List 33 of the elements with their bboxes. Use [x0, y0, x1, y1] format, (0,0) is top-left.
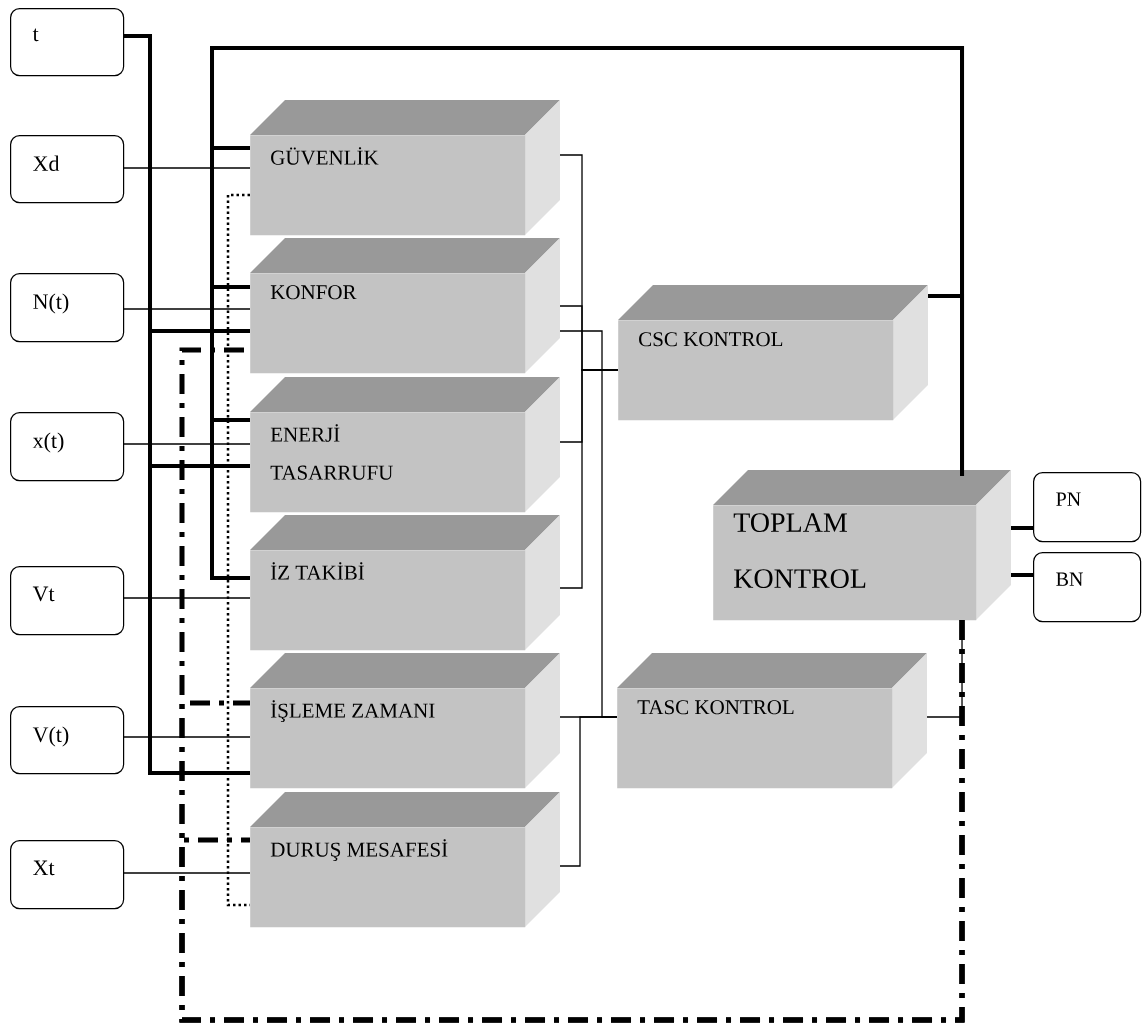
connector-line — [122, 308, 251, 310]
input-box: V(t) — [10, 706, 125, 775]
connector-line — [122, 872, 251, 874]
input-box: N(t) — [10, 273, 125, 343]
connector-line — [122, 736, 251, 738]
block-box: KONFOR — [250, 238, 560, 374]
connector-line — [559, 154, 619, 589]
input-box: Xt — [10, 840, 125, 910]
block-box: GÜVENLİK — [250, 100, 560, 236]
block-box: İZ TAKİBİ — [250, 515, 560, 651]
connector-line — [179, 347, 965, 1023]
input-box: Vt — [10, 566, 125, 636]
connector-line — [123, 34, 250, 775]
connector-line — [122, 597, 251, 599]
connector-line — [122, 443, 251, 445]
input-box: PN — [1033, 472, 1142, 543]
connector-line — [210, 46, 964, 580]
block-box: TASC KONTROL — [617, 653, 927, 789]
block-box: TOPLAM KONTROL — [713, 470, 1011, 621]
input-box: BN — [1033, 552, 1142, 623]
input-box: Xd — [10, 135, 125, 204]
block-box: ENERJİ TASARRUFU — [250, 377, 560, 513]
input-box: x(t) — [10, 412, 125, 482]
connector-line — [926, 619, 963, 718]
block-box: İŞLEME ZAMANI — [250, 653, 560, 789]
connector-line — [1011, 573, 1033, 577]
block-box: CSC KONTROL — [618, 285, 928, 421]
block-box: DURUŞ MESAFESİ — [250, 792, 560, 928]
input-box: t — [10, 8, 125, 77]
connector-line — [226, 193, 250, 907]
connector-line — [122, 167, 251, 169]
connector-line — [1011, 526, 1033, 530]
connector-line — [559, 330, 618, 867]
